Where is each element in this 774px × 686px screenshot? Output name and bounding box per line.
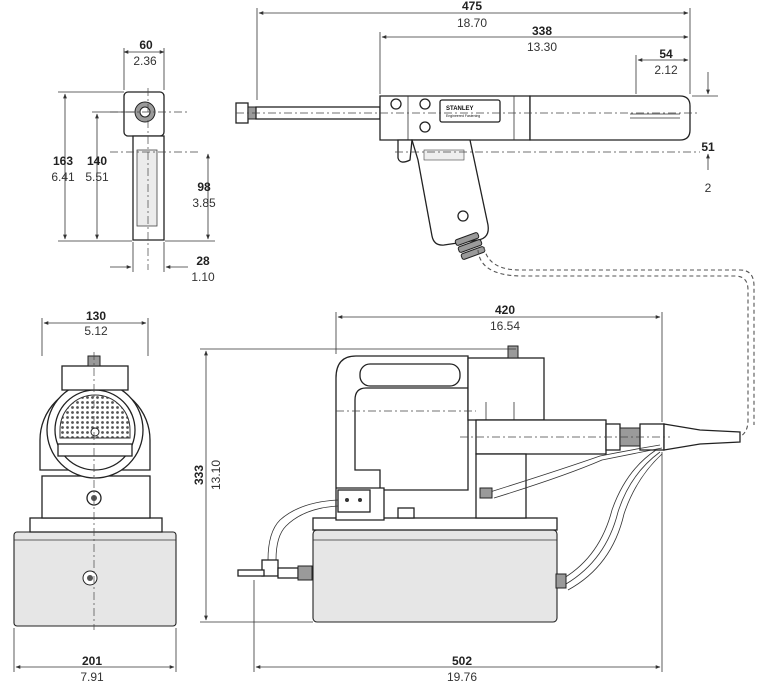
svg-text:502: 502 — [452, 654, 472, 668]
svg-text:18.70: 18.70 — [457, 16, 487, 30]
dim-body-length: 338 13.30 — [379, 24, 689, 94]
svg-text:5.51: 5.51 — [85, 170, 109, 184]
svg-text:140: 140 — [87, 154, 107, 168]
svg-text:5.12: 5.12 — [84, 324, 108, 338]
svg-text:3.85: 3.85 — [192, 196, 216, 210]
tool-hose-coupling — [454, 232, 486, 260]
dim-grip-height: 98 3.85 — [165, 153, 216, 242]
dim-head-height: 140 5.51 — [85, 111, 135, 240]
svg-text:201: 201 — [82, 654, 102, 668]
svg-text:98: 98 — [197, 180, 211, 194]
svg-text:338: 338 — [532, 24, 552, 38]
dim-base-width: 201 7.91 — [13, 628, 177, 684]
svg-text:420: 420 — [495, 303, 515, 317]
svg-text:13.30: 13.30 — [527, 40, 557, 54]
svg-text:19.76: 19.76 — [447, 670, 477, 684]
svg-text:60: 60 — [139, 38, 153, 52]
hydraulic-pump — [237, 345, 741, 623]
dim-handle-width: 60 2.36 — [123, 38, 165, 90]
riveter-tool: STANLEY Engineered Fastening — [235, 95, 700, 260]
connecting-hose — [477, 249, 749, 439]
dim-pump-frame-length: 420 16.54 — [335, 303, 663, 422]
svg-text:16.54: 16.54 — [490, 319, 520, 333]
dim-pump-depth: 130 5.12 — [41, 309, 149, 356]
svg-text:STANLEY: STANLEY — [446, 106, 474, 112]
svg-text:7.91: 7.91 — [80, 670, 104, 684]
svg-text:51: 51 — [701, 140, 715, 154]
svg-text:2.36: 2.36 — [133, 54, 157, 68]
svg-text:13.10: 13.10 — [209, 460, 223, 490]
dim-pump-height: 333 13.10 — [192, 348, 516, 623]
svg-text:6.41: 6.41 — [51, 170, 75, 184]
svg-text:1.10: 1.10 — [191, 270, 215, 284]
svg-text:2: 2 — [705, 181, 712, 195]
svg-text:2.12: 2.12 — [654, 63, 678, 77]
svg-text:163: 163 — [53, 154, 73, 168]
dim-grip-width: 28 1.10 — [110, 242, 215, 284]
dim-tool-length: 475 18.70 — [256, 0, 691, 100]
dim-overall-length: 502 19.76 — [253, 452, 663, 684]
dim-rear-height: 51 2 — [692, 72, 718, 195]
svg-text:130: 130 — [86, 309, 106, 323]
svg-text:Engineered Fastening: Engineered Fastening — [446, 114, 480, 118]
dim-rear-length: 54 2.12 — [635, 47, 689, 94]
svg-text:333: 333 — [192, 465, 206, 485]
tool-end-view — [110, 88, 200, 270]
pump-end-view — [13, 352, 177, 630]
svg-text:28: 28 — [196, 254, 210, 268]
dim-overall-height: 163 6.41 — [51, 91, 132, 242]
svg-text:54: 54 — [659, 47, 673, 61]
svg-text:475: 475 — [462, 0, 482, 13]
stanley-badge — [439, 99, 501, 123]
